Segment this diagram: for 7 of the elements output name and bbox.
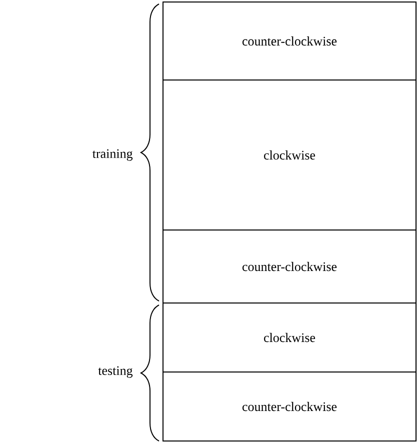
- stack-box: counter-clockwise: [162, 2, 416, 80]
- group-label: training: [92, 149, 133, 161]
- group-label: testing: [98, 366, 133, 378]
- stack-box: counter-clockwise: [162, 372, 416, 442]
- stack-box: clockwise: [162, 80, 416, 230]
- stack-box: counter-clockwise: [162, 230, 416, 304]
- stack-box: clockwise: [162, 302, 416, 372]
